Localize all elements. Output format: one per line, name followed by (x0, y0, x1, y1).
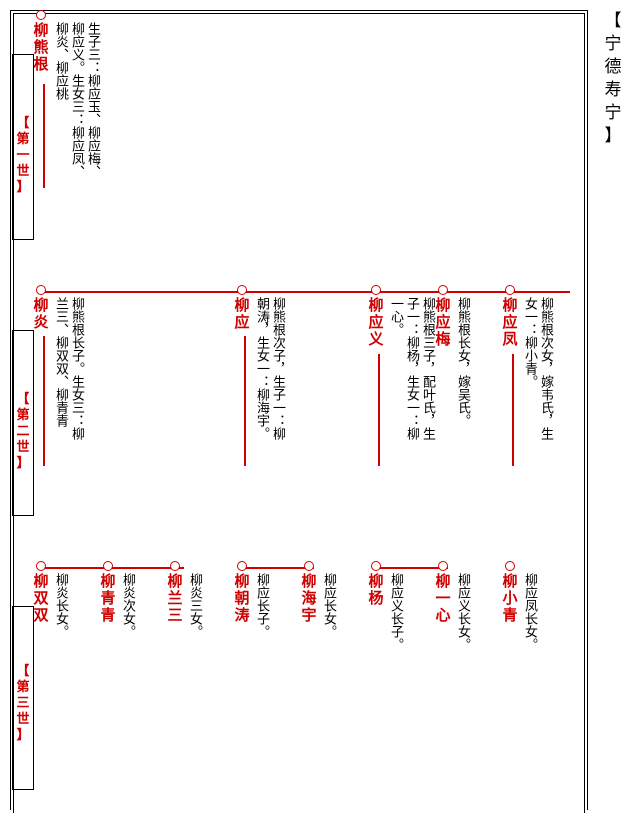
person-name: 柳应凤 (502, 296, 518, 348)
person-marker (371, 561, 381, 571)
region-title-text: 【宁德寿宁】 (604, 11, 622, 146)
person-marker (438, 285, 448, 295)
person-name: 柳应 (234, 296, 250, 331)
person-stem-line (512, 354, 514, 466)
person-description: 柳应长子。 (254, 573, 269, 638)
person-marker (36, 285, 46, 295)
generation-box-1 (12, 54, 34, 240)
person-description: 柳熊根次子，生子一：柳朝涛，生女一：柳海宇。 (254, 297, 285, 440)
generation-box-3 (12, 606, 34, 790)
generation-2-sibling-line (44, 291, 570, 293)
generation-label-3: 【第三世】 (16, 664, 30, 743)
person-name: 柳熊根 (33, 21, 49, 73)
person-description: 柳熊根次女，嫁韦氏，生女一：柳小青。 (522, 297, 553, 440)
person-stem-line (43, 336, 45, 466)
generation-label-2: 【第二世】 (16, 392, 30, 471)
page-frame-outer (10, 10, 588, 810)
page-frame-inner (13, 13, 585, 813)
person-name: 柳杨 (368, 572, 384, 607)
person-name: 柳青青 (100, 572, 116, 624)
generation-box-2 (12, 330, 34, 516)
person-description: 柳熊根三子，配叶氏，生子一：柳杨，生女一：柳一心。 (388, 297, 435, 440)
person-name: 柳小青 (502, 572, 518, 624)
person-name: 柳应梅 (435, 296, 451, 348)
person-description: 柳应凤长女。 (522, 573, 537, 651)
person-name: 柳兰三 (167, 572, 183, 624)
person-stem-line (378, 354, 380, 466)
person-name: 柳朝涛 (234, 572, 250, 624)
person-marker (36, 561, 46, 571)
person-marker (304, 561, 314, 571)
person-name: 柳海宇 (301, 572, 317, 624)
person-marker (36, 10, 46, 20)
person-name: 柳炎 (33, 296, 49, 331)
person-marker (103, 561, 113, 571)
generation-label-1: 【第一世】 (16, 116, 30, 195)
person-name: 柳应义 (368, 296, 384, 348)
person-description: 生子三：柳应玉、柳应梅、柳应义。生女三：柳应凤、柳炎、柳应桃 (53, 22, 100, 178)
person-description: 柳熊根长子。生女三：柳兰三、柳双双、柳青青 (53, 297, 84, 440)
person-name: 柳双双 (33, 572, 49, 624)
person-description: 柳炎长女。 (53, 573, 68, 638)
person-description: 柳炎次女。 (120, 573, 135, 638)
person-marker (505, 285, 515, 295)
children-of-yan-line (44, 567, 184, 569)
person-marker (438, 561, 448, 571)
children-of-yingyi-line (378, 567, 448, 569)
person-marker (505, 561, 515, 571)
region-title: 【宁德寿宁】 (598, 10, 628, 148)
person-stem-line (244, 336, 246, 466)
person-marker (237, 561, 247, 571)
person-marker (237, 285, 247, 295)
person-stem-line (43, 84, 45, 188)
person-marker (371, 285, 381, 295)
person-description: 柳炎三女。 (187, 573, 202, 638)
person-description: 柳应义长子。 (388, 573, 403, 651)
person-description: 柳应义长女。 (455, 573, 470, 651)
person-marker (170, 561, 180, 571)
person-description: 柳熊根长女，嫁吴氏。 (455, 297, 470, 427)
children-of-ying-line (244, 567, 314, 569)
person-name: 柳一心 (435, 572, 451, 624)
person-description: 柳应长女。 (321, 573, 336, 638)
